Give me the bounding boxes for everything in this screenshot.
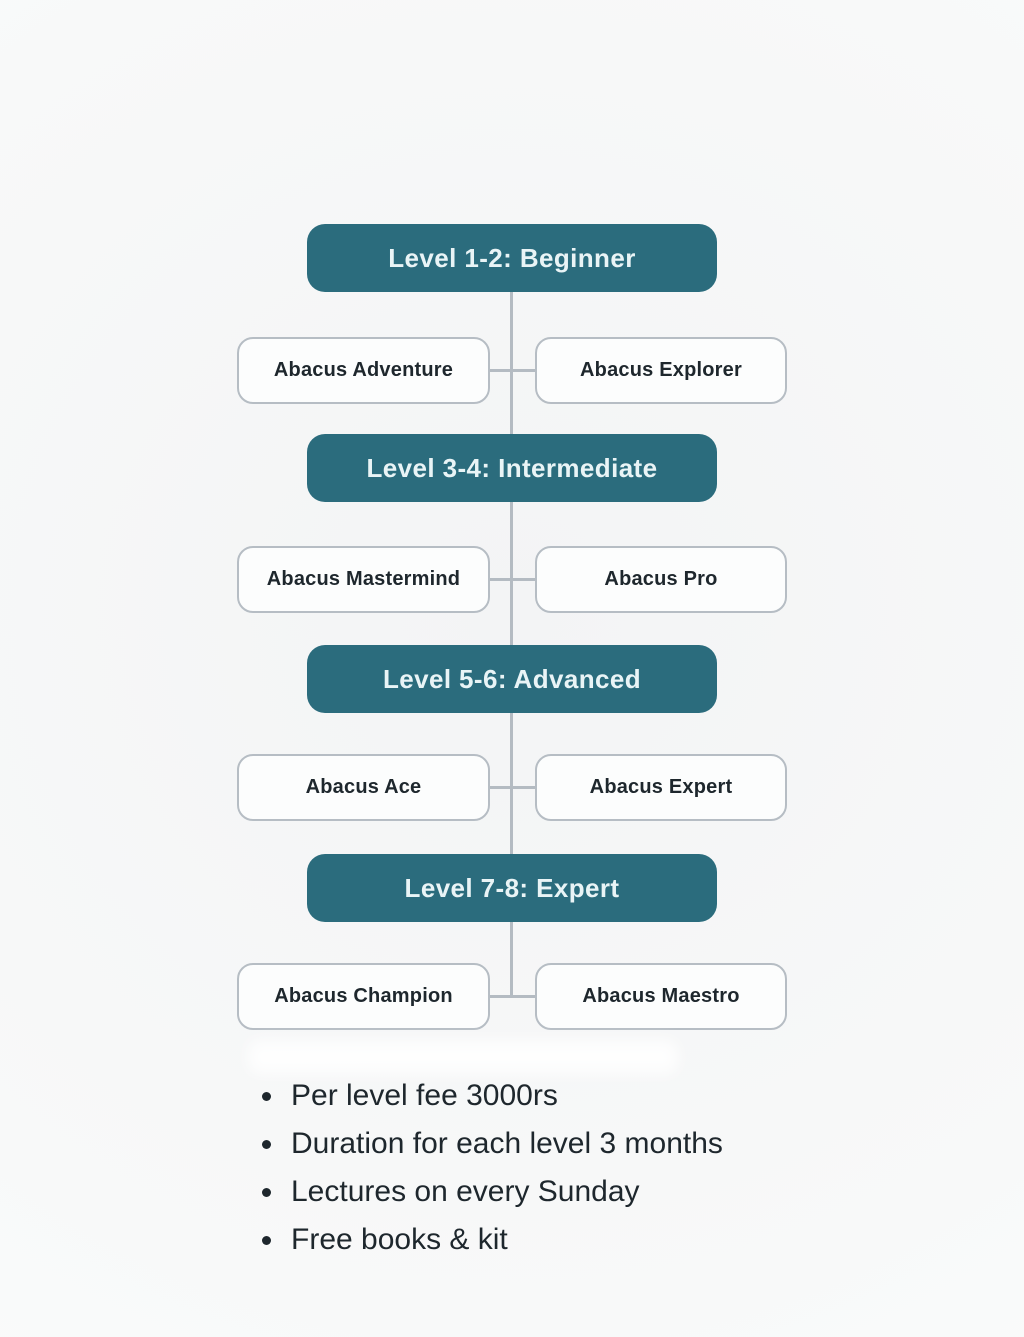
connector-horizontal-3 xyxy=(488,786,537,789)
list-item: Duration for each level 3 months xyxy=(262,1120,723,1168)
connector-vertical-2 xyxy=(510,502,513,646)
course-card-abacus-pro: Abacus Pro xyxy=(535,546,787,613)
level-header-intermediate: Level 3-4: Intermediate xyxy=(307,434,717,502)
list-item-label: Lectures on every Sunday xyxy=(291,1175,640,1208)
course-card-abacus-explorer: Abacus Explorer xyxy=(535,337,787,404)
list-item-label: Duration for each level 3 months xyxy=(291,1127,723,1160)
bullet-icon xyxy=(262,1187,271,1197)
list-item: Lectures on every Sunday xyxy=(262,1168,723,1216)
bullet-icon xyxy=(262,1139,271,1149)
course-card-abacus-maestro: Abacus Maestro xyxy=(535,963,787,1030)
list-item-label: Per level fee 3000rs xyxy=(291,1079,558,1112)
course-info-list: Per level fee 3000rs Duration for each l… xyxy=(262,1072,723,1264)
connector-horizontal-2 xyxy=(488,578,537,581)
connector-horizontal-1 xyxy=(488,369,537,372)
level-header-advanced: Level 5-6: Advanced xyxy=(307,645,717,713)
connector-horizontal-4 xyxy=(488,995,537,998)
connector-vertical-4 xyxy=(510,922,513,997)
list-item-label: Free books & kit xyxy=(291,1223,508,1256)
connector-vertical-1 xyxy=(510,292,513,435)
course-card-abacus-mastermind: Abacus Mastermind xyxy=(237,546,490,613)
course-card-abacus-champion: Abacus Champion xyxy=(237,963,490,1030)
bullet-icon xyxy=(262,1091,271,1101)
erased-text-smudge xyxy=(248,1040,678,1074)
list-item: Per level fee 3000rs xyxy=(262,1072,723,1120)
course-card-abacus-adventure: Abacus Adventure xyxy=(237,337,490,404)
connector-vertical-3 xyxy=(510,713,513,854)
course-card-abacus-ace: Abacus Ace xyxy=(237,754,490,821)
list-item: Free books & kit xyxy=(262,1216,723,1264)
bullet-icon xyxy=(262,1235,271,1245)
level-header-beginner: Level 1-2: Beginner xyxy=(307,224,717,292)
course-card-abacus-expert: Abacus Expert xyxy=(535,754,787,821)
level-header-expert: Level 7-8: Expert xyxy=(307,854,717,922)
